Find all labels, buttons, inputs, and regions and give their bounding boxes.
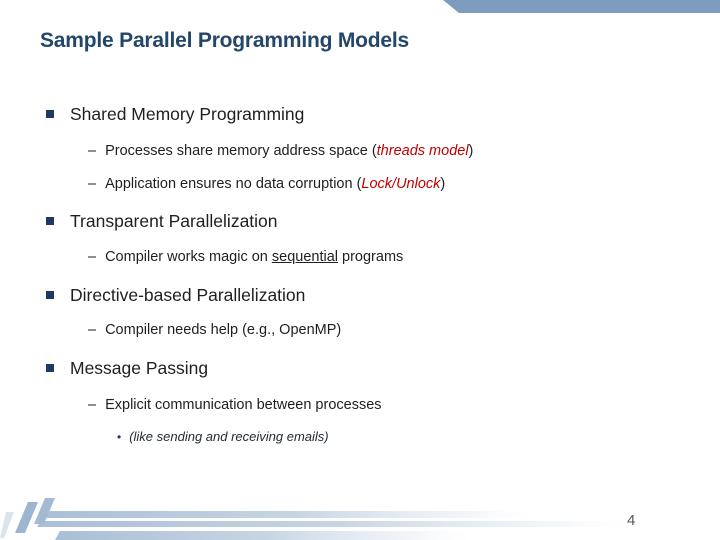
sub-bullet-text: )	[440, 176, 446, 192]
dot-bullet-icon: •	[117, 430, 122, 444]
footer-bar-top	[44, 511, 548, 518]
sub-sub-bullet-text: (like sending and receiving emails)	[129, 429, 329, 444]
footer-edge-mark	[0, 512, 14, 538]
sub-bullet-threads-model: –Processes share memory address space (t…	[88, 142, 473, 160]
footer-check-stroke-right	[34, 498, 55, 524]
bullet-label: Directive-based Parallelization	[70, 285, 306, 305]
footer-bar-middle	[37, 521, 645, 527]
dash-bullet-icon: –	[88, 397, 97, 413]
page-number: 4	[627, 512, 636, 529]
square-bullet-icon	[46, 364, 54, 372]
sub-bullet-text: Explicit communication between processes	[105, 397, 382, 413]
sub-sub-bullet-emails: • (like sending and receiving emails)	[117, 429, 329, 445]
bullet-item-directive-parallelization: Directive-based Parallelization	[46, 285, 305, 305]
sub-bullet-text: Compiler works magic on	[105, 249, 272, 265]
footer-decoration	[0, 498, 645, 540]
emphasis-text: threads model	[376, 143, 469, 159]
sub-bullet-lock-unlock: –Application ensures no data corruption …	[88, 175, 445, 193]
sub-bullet-text: programs	[338, 249, 404, 265]
footer-bar-bottom	[55, 531, 480, 540]
underlined-text: sequential	[271, 249, 338, 265]
slide-title: Sample Parallel Programming Models	[40, 29, 409, 52]
sub-bullet-text: )	[468, 143, 474, 159]
bullet-item-transparent-parallelization: Transparent Parallelization	[46, 211, 278, 231]
bullet-label: Shared Memory Programming	[70, 104, 305, 124]
sub-bullet-text: Application ensures no data corruption (	[105, 176, 362, 192]
square-bullet-icon	[46, 291, 54, 299]
bullet-item-message-passing: Message Passing	[46, 358, 208, 378]
sub-bullet-text: Processes share memory address space (	[105, 143, 377, 159]
dash-bullet-icon: –	[88, 249, 97, 265]
dash-bullet-icon: –	[88, 176, 97, 192]
sub-bullet-text: Compiler needs help (e.g., OpenMP)	[105, 322, 342, 338]
dash-bullet-icon: –	[88, 143, 97, 159]
bullet-item-shared-memory: Shared Memory Programming	[46, 104, 304, 124]
sub-bullet-compiler-help: –Compiler needs help (e.g., OpenMP)	[88, 321, 341, 339]
sub-bullet-explicit-communication: –Explicit communication between processe…	[88, 396, 382, 414]
emphasis-text: Lock/Unlock	[361, 176, 441, 192]
square-bullet-icon	[46, 110, 54, 118]
footer-check-stroke-left	[15, 502, 38, 533]
sub-bullet-compiler-magic: –Compiler works magic on sequential prog…	[88, 248, 403, 266]
dash-bullet-icon: –	[88, 322, 97, 338]
bullet-label: Transparent Parallelization	[70, 211, 278, 231]
bullet-label: Message Passing	[70, 358, 209, 378]
header-accent-bar	[443, 0, 720, 13]
square-bullet-icon	[46, 217, 54, 225]
